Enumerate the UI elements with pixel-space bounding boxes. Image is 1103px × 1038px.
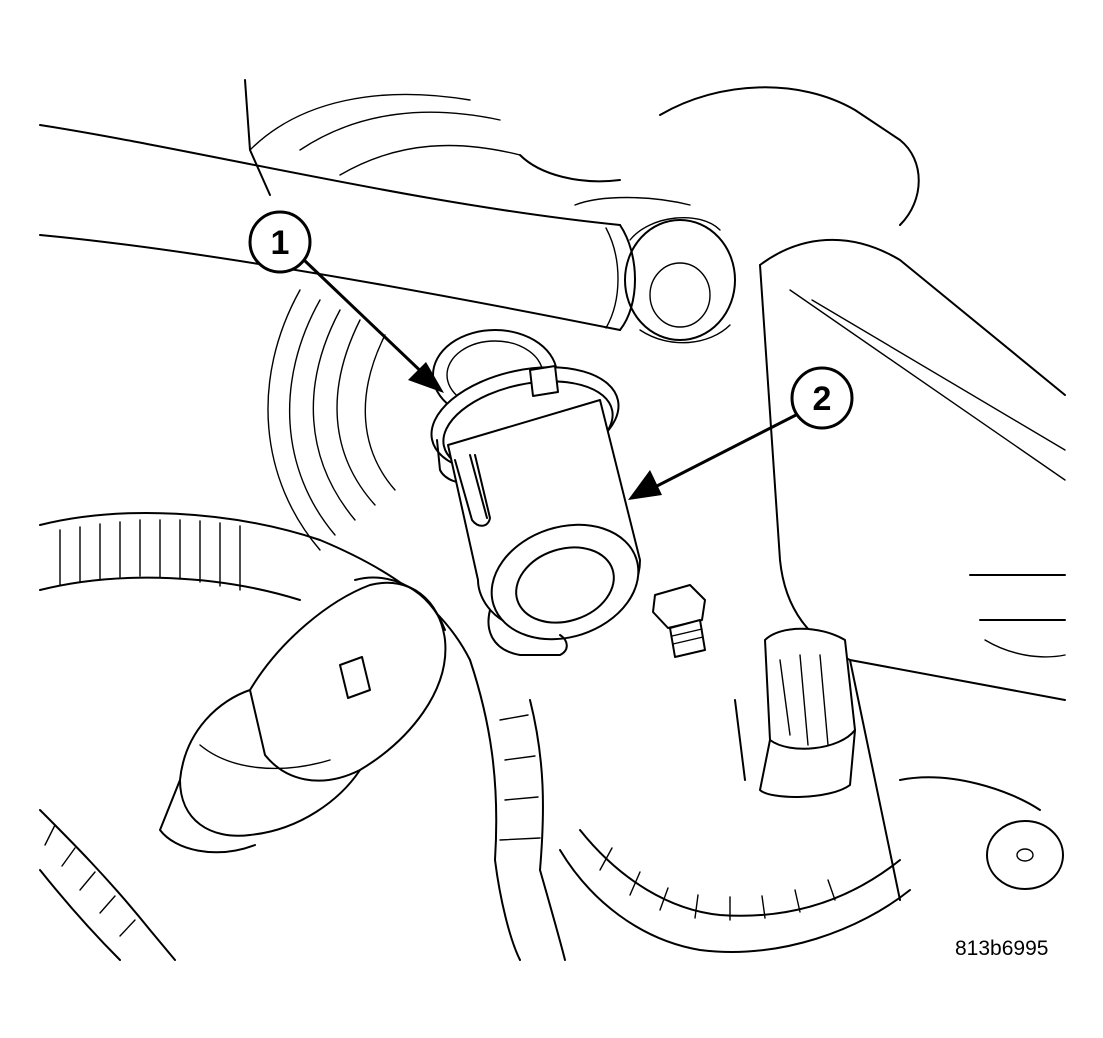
mounting-boss [624, 217, 736, 344]
callout-label-2: 2 [813, 380, 832, 418]
housing-outline-upper [39, 79, 691, 331]
callout-2: 2 [790, 366, 854, 430]
arrowhead-1 [408, 362, 444, 393]
sensor-body [447, 399, 641, 656]
wiring-harness [39, 512, 911, 961]
bracket-upper-right [659, 86, 1066, 901]
arrowhead-2 [628, 470, 662, 500]
callout-1: 1 [248, 210, 312, 274]
leader-arrows [302, 258, 798, 500]
connector-left [159, 576, 447, 854]
connector-right [734, 627, 856, 798]
callout-circle-2 [790, 366, 854, 430]
figure-id-label: 813b6995 [955, 937, 1049, 960]
callout-label-1: 1 [271, 224, 290, 262]
leader-line-1 [302, 258, 432, 382]
bolt [652, 584, 706, 658]
hub-rings [267, 289, 396, 551]
callout-circle-1 [248, 210, 312, 274]
leader-line-2 [653, 413, 798, 489]
